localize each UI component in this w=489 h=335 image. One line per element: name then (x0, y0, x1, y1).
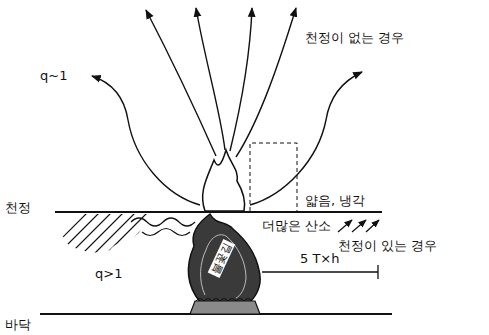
effect-label: 얇음, 냉각 (305, 193, 365, 209)
hot-gas-layer (40, 210, 162, 260)
oxygen-arrows (338, 220, 379, 232)
effect-label: 더많은 산소 (262, 218, 331, 234)
burner (190, 301, 260, 314)
dimension-tick (377, 265, 378, 279)
case-label: 천정이 없는 경우 (305, 30, 404, 46)
floor-label: 바닥 (5, 317, 31, 333)
ceiling-flame (188, 214, 260, 302)
dimension-label: 5 T×h (300, 251, 339, 267)
case-label: 천정이 있는 경우 (338, 238, 437, 254)
dashed-outline (250, 143, 297, 211)
ceiling-jet-waves (131, 218, 195, 236)
open-flame (203, 150, 245, 211)
ceiling-label: 천정 (5, 200, 31, 216)
flame-detail (201, 235, 246, 298)
dimension-line (262, 271, 378, 272)
burner-edge (196, 299, 252, 302)
note-label: q>1 (95, 266, 122, 282)
note-label: q~1 (40, 68, 67, 84)
